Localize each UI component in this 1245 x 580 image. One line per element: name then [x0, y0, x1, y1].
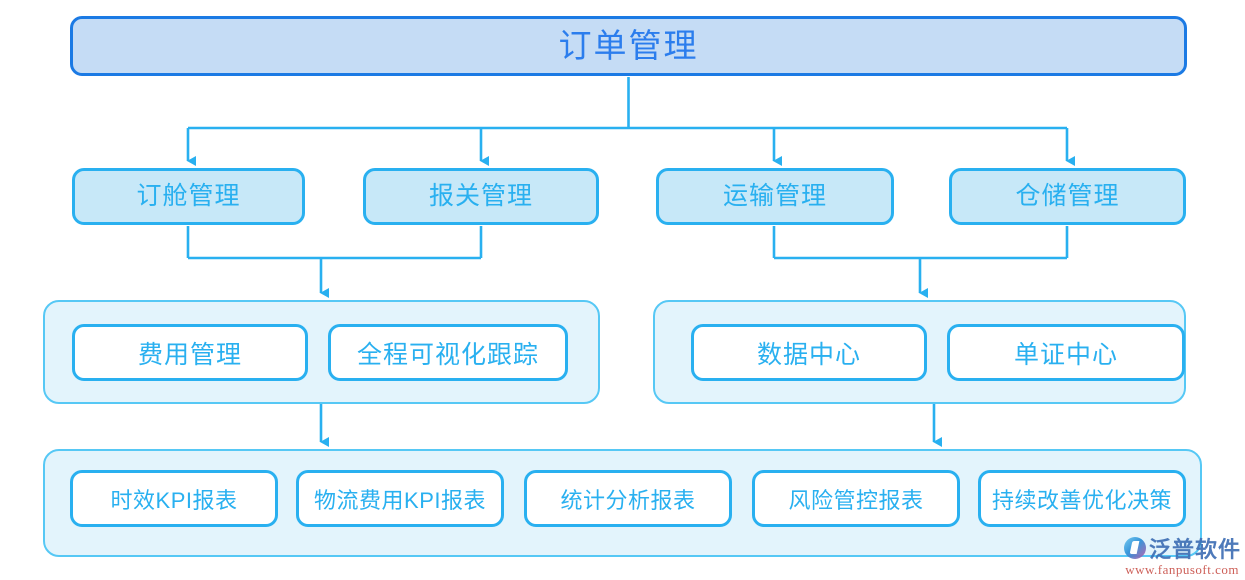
node-fee-management[interactable]: 费用管理 [72, 324, 308, 381]
node-logistics-cost-kpi-report[interactable]: 物流费用KPI报表 [296, 470, 504, 527]
fanpu-logo-icon [1123, 537, 1146, 559]
node-customs-management[interactable]: 报关管理 [363, 168, 599, 225]
node-full-visual-tracking[interactable]: 全程可视化跟踪 [328, 324, 568, 381]
watermark: 泛普软件 www.fanpusoft.com [1123, 532, 1241, 578]
node-booking-management[interactable]: 订舱管理 [72, 168, 305, 225]
node-warehouse-management[interactable]: 仓储管理 [949, 168, 1186, 225]
node-risk-control-report[interactable]: 风险管控报表 [752, 470, 960, 527]
node-statistical-analysis-report[interactable]: 统计分析报表 [524, 470, 732, 527]
watermark-brand-text: 泛普软件 [1148, 537, 1241, 562]
watermark-url-text: www.fanpusoft.com [1125, 562, 1239, 577]
node-document-center[interactable]: 单证中心 [947, 324, 1185, 381]
watermark-brand-row: 泛普软件 [1123, 532, 1241, 564]
node-timeliness-kpi-report[interactable]: 时效KPI报表 [70, 470, 278, 527]
node-data-center[interactable]: 数据中心 [691, 324, 927, 381]
node-order-management[interactable]: 订单管理 [70, 16, 1187, 76]
node-transport-management[interactable]: 运输管理 [656, 168, 894, 225]
node-continuous-improvement-decision[interactable]: 持续改善优化决策 [978, 470, 1186, 527]
